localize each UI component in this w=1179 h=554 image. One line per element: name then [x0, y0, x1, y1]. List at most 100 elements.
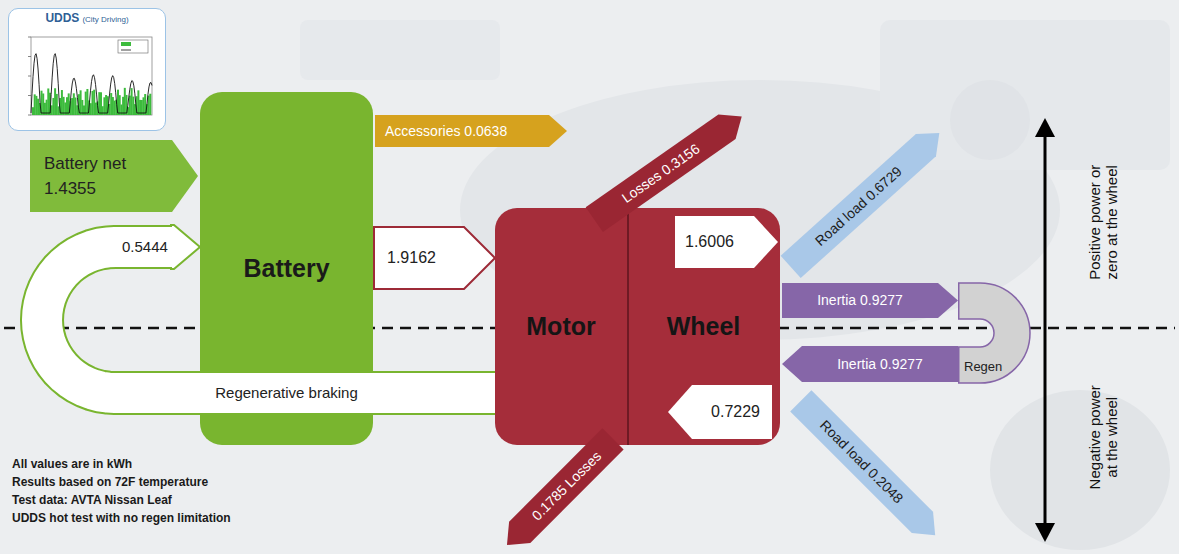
arrow-shape	[496, 428, 623, 554]
arrow-shape	[782, 283, 958, 318]
text-group: 1.9162	[387, 249, 436, 267]
chart-bar	[93, 90, 95, 115]
chart-bar	[80, 90, 82, 115]
node-text: Losses 0.3156	[619, 140, 703, 205]
node-text: Battery net	[44, 154, 126, 174]
text-group: Regen	[964, 360, 1002, 375]
flow-value: 0.5444	[120, 238, 170, 255]
node-text: 1.9162	[387, 249, 436, 267]
edge-label: Regenerative braking	[200, 371, 373, 415]
wheel-box: Wheel 1.6006 0.7229	[627, 208, 780, 445]
chart-bar	[122, 97, 124, 115]
axis-tick	[28, 56, 31, 57]
note: Results based on 72F temperature	[10, 476, 210, 490]
chart-bar	[66, 97, 68, 115]
note: All values are in kWh	[10, 458, 134, 472]
drive-cycle-inset: UDDS(City Driving)	[8, 8, 166, 131]
node-text: (City Driving)	[82, 15, 128, 24]
arrow-shape	[375, 115, 567, 147]
text-group: Accessories 0.0638	[385, 123, 507, 139]
dyno-roller	[990, 390, 1170, 550]
text-group: Losses 0.3156	[619, 140, 703, 205]
chart-bar	[110, 93, 112, 115]
legend-swatch	[121, 42, 131, 46]
chart-bar	[71, 98, 73, 115]
arrow-shape	[586, 104, 751, 232]
arrowhead	[1035, 523, 1055, 542]
power-axis	[1044, 132, 1047, 528]
axis-tick	[28, 76, 31, 77]
text-group: Inertia 0.9277	[817, 292, 903, 308]
road-load-arrow: Road load 0.6729	[781, 122, 950, 278]
battery-output-arrow: 1.9162	[373, 226, 496, 290]
chart-bar	[102, 106, 104, 115]
legend-line	[121, 50, 131, 51]
text-group: Inertia 0.9277	[837, 356, 923, 372]
node-shape	[9, 9, 164, 129]
arrowhead	[1035, 118, 1055, 137]
inertia-arrow: Inertia 0.9277	[782, 283, 958, 318]
axis-tick	[28, 115, 31, 116]
lab-wheel	[950, 80, 1030, 160]
arrow-shape	[668, 385, 772, 439]
node-text: Wheel	[667, 312, 741, 341]
plot-frame	[31, 37, 152, 115]
axis-tick	[28, 95, 31, 96]
node-text: Road load 0.6729	[812, 163, 905, 249]
node-text: UDDS	[45, 12, 79, 26]
chart-bar	[85, 92, 87, 115]
text-group: Battery	[243, 254, 329, 283]
text-group: 0.7229	[711, 403, 760, 421]
chart-bar	[129, 96, 131, 115]
arrow-shape	[782, 346, 958, 382]
arrow-shape	[790, 390, 946, 546]
chart-bar	[137, 90, 139, 115]
note: Test data: AVTA Nissan Leaf	[10, 494, 174, 508]
chart-bar	[119, 95, 121, 115]
chart-bar	[63, 97, 65, 115]
arrow-shape	[781, 122, 950, 278]
arrow-shape	[30, 140, 198, 212]
node-text: Battery	[243, 254, 329, 283]
chart-bar	[105, 95, 107, 115]
regen-turn: Regen	[958, 281, 1032, 385]
arrow-shape	[675, 216, 778, 268]
node-text: Road load 0.2048	[817, 417, 907, 507]
node-text: Accessories 0.0638	[385, 123, 507, 139]
axis-tick	[28, 37, 31, 38]
losses-arrow: 0.1785 Losses	[496, 428, 623, 554]
arrow-shape	[374, 227, 495, 289]
divider-line	[627, 208, 629, 445]
text-group: Road load 0.6729	[812, 163, 905, 249]
wheel-positive-arrow: 1.6006	[675, 216, 778, 268]
drive-cycle-chart	[28, 37, 152, 115]
text-group: 0.1785 Losses	[528, 448, 604, 524]
battery-net-arrow: Battery net 1.4355	[30, 140, 198, 212]
node-text: 1.6006	[685, 233, 734, 251]
chart-bar	[114, 101, 116, 115]
node-text: 1.4355	[44, 179, 96, 199]
node-text: 0.1785 Losses	[528, 448, 604, 524]
lab-equipment	[300, 20, 500, 80]
text-group: Motor	[526, 312, 595, 341]
text-group: UDDS(City Driving)	[45, 12, 128, 26]
axis-label: Positive power or zero at the wheel	[1086, 161, 1121, 283]
text-group: Road load 0.2048	[817, 417, 907, 507]
node-text: Inertia 0.9277	[837, 356, 923, 372]
accessories-arrow: Accessories 0.0638	[375, 115, 567, 147]
axis-label: Negative power at the wheel	[1086, 381, 1121, 493]
node-text: Inertia 0.9277	[817, 292, 903, 308]
speed-trace	[31, 54, 152, 113]
node-text: 0.7229	[711, 403, 760, 421]
road-load-arrow: Road load 0.2048	[790, 390, 946, 546]
arrowhead	[171, 225, 200, 269]
chart-bar	[149, 94, 151, 115]
wheel-negative-arrow: 0.7229	[668, 385, 772, 439]
text-group: 1.6006	[685, 233, 734, 251]
note: UDDS hot test with no regen limitation	[10, 512, 233, 526]
node-text: Motor	[526, 312, 595, 341]
chart-legend	[118, 40, 148, 53]
